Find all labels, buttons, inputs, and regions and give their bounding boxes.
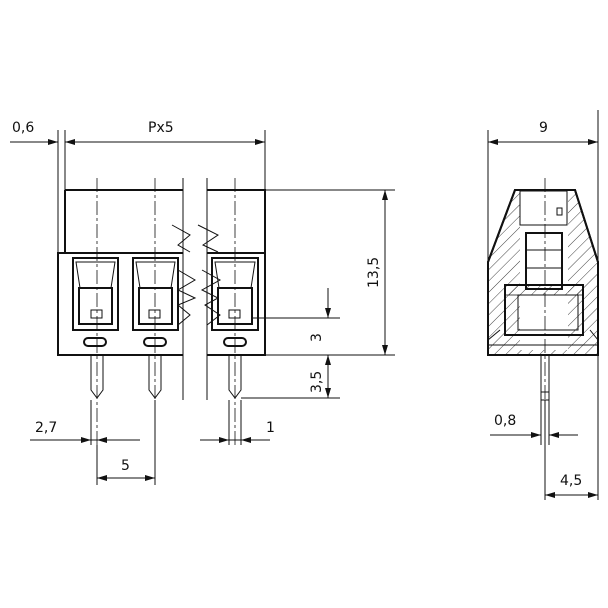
dim-height: 13,5 (366, 257, 382, 288)
side-view: 9 0,8 4,5 (487, 110, 599, 500)
front-view: 0,6 Px5 13,5 3 3,5 2,7 1 5 (10, 120, 395, 485)
dim-pitch-total: Px5 (148, 120, 174, 136)
dim-pin-length: 3,5 (309, 371, 325, 393)
terminal-1 (72, 257, 119, 399)
dim-pin-thickness: 0,8 (494, 413, 516, 429)
dim-opening-height: 3 (309, 333, 325, 342)
dim-pitch: 5 (121, 458, 130, 474)
dim-depth: 9 (539, 120, 548, 136)
dim-edge-offset: 0,6 (12, 120, 34, 136)
dim-pin-offset: 4,5 (560, 473, 582, 489)
dim-edge-to-pin: 2,7 (35, 420, 57, 436)
terminal-2 (132, 257, 179, 399)
dim-pin-width: 1 (266, 420, 275, 436)
